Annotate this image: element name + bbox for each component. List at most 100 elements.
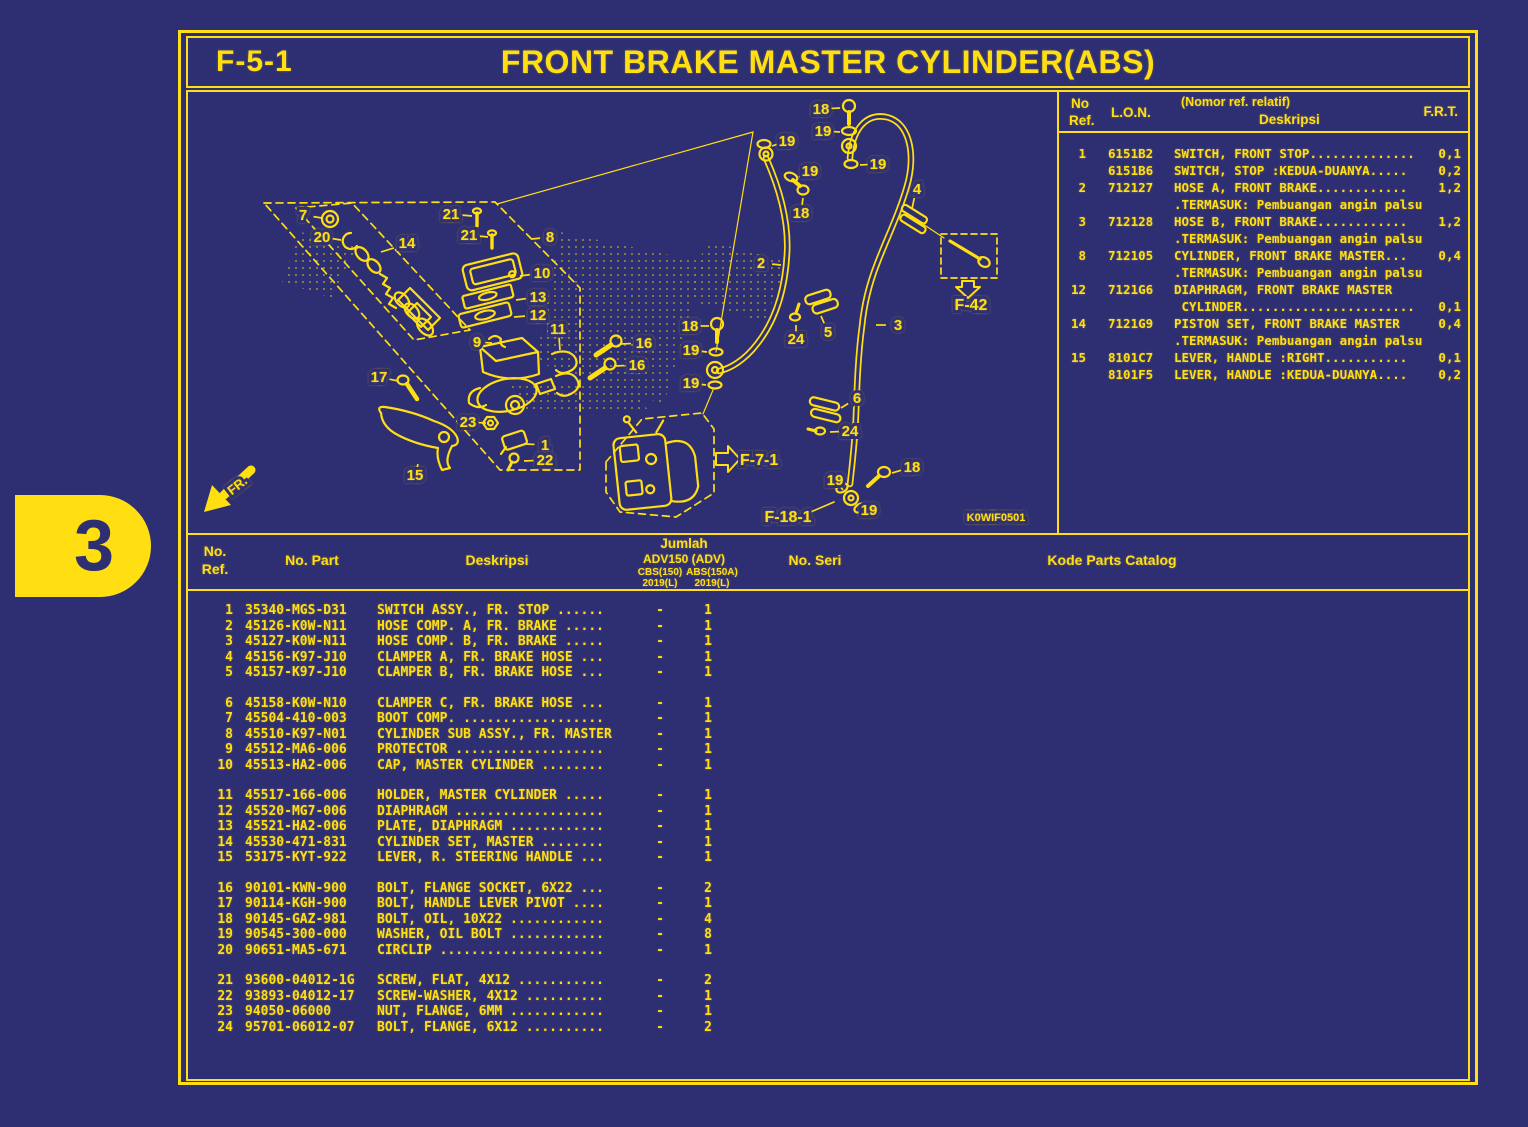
parts-cell-ref: 22 bbox=[217, 988, 233, 1004]
parts-cell-ref: 20 bbox=[217, 942, 233, 958]
callout-leader bbox=[531, 237, 541, 240]
frt-cell-frt bbox=[1424, 281, 1469, 298]
parts-cell-dash: - bbox=[656, 988, 664, 1004]
parts-cell-dash: - bbox=[656, 665, 664, 680]
frt-row: .TERMASUK: Pembuangan angin palsu bbox=[1059, 264, 1468, 281]
parts-cell-sp bbox=[365, 665, 377, 681]
parts-cell-ref: 18 bbox=[217, 911, 233, 927]
callout-8: 8 bbox=[546, 229, 554, 246]
page-title: FRONT BRAKE MASTER CYLINDER(ABS) bbox=[500, 43, 1156, 80]
parts-cell-part: 45156-K97-J10 bbox=[245, 649, 347, 665]
parts-cell-sp bbox=[365, 1004, 377, 1020]
parts-cell-dash: - bbox=[656, 603, 664, 618]
parts-cell-part: 45521-HA2-006 bbox=[245, 819, 347, 834]
parts-cell-desc: PLATE, DIAPHRAGM ............ bbox=[377, 819, 604, 834]
callout-19: 19 bbox=[779, 133, 796, 150]
parts-cell-dash: - bbox=[656, 942, 664, 958]
parts-cell-ref: 3 bbox=[225, 634, 233, 649]
parts-cell-dash: - bbox=[656, 788, 664, 803]
frt-cell-lon bbox=[1108, 230, 1172, 247]
callout-24: 24 bbox=[788, 331, 805, 348]
callout-11: 11 bbox=[550, 321, 566, 338]
frt-cell-lon: 8101C7 bbox=[1108, 350, 1154, 365]
parts-cell-sp bbox=[365, 711, 377, 727]
frt-cell-desc: .TERMASUK: Pembuangan angin palsu bbox=[1174, 265, 1423, 280]
parts-cell-sp bbox=[365, 727, 377, 743]
parts-cell-sp bbox=[233, 650, 245, 666]
parts-cell-sp bbox=[365, 804, 377, 820]
parts-cell-dash: - bbox=[656, 880, 664, 896]
parts-cell-sp bbox=[233, 819, 245, 835]
frt-cell-ref: 14 bbox=[1070, 316, 1086, 331]
parts-header-no-part: No. Part bbox=[285, 552, 339, 568]
callout-leader bbox=[911, 197, 916, 210]
frt-cell-sp bbox=[1086, 315, 1108, 332]
parts-cell-ref: 19 bbox=[217, 927, 233, 942]
callout-12: 12 bbox=[530, 307, 547, 324]
frt-cell-lon bbox=[1108, 332, 1172, 349]
frt-cell-lon: 8101F5 bbox=[1108, 367, 1154, 382]
parts-cell-qty: 1 bbox=[704, 665, 712, 680]
parts-cell-qty: 1 bbox=[704, 788, 712, 803]
parts-table-header: No. Ref. No. Part Deskripsi Jumlah ADV15… bbox=[188, 533, 1468, 591]
frt-cell-ref: 3 bbox=[1078, 214, 1086, 229]
parts-cell-qty: 4 bbox=[704, 911, 712, 927]
parts-cell-ref: 23 bbox=[217, 1004, 233, 1019]
parts-cell-ref: 21 bbox=[217, 973, 233, 988]
parts-header-year-abs: 2019(L) bbox=[694, 578, 730, 589]
parts-cell-desc: HOSE COMP. B, FR. BRAKE ..... bbox=[377, 634, 604, 649]
frt-cell-frt: 0,1 bbox=[1438, 299, 1461, 314]
callout-16: 16 bbox=[636, 335, 653, 352]
parts-header-kode-parts-catalog: Kode Parts Catalog bbox=[1047, 552, 1177, 568]
frt-cell-frt: 0,2 bbox=[1438, 163, 1461, 178]
callout-leader bbox=[838, 484, 844, 491]
callout-6: 6 bbox=[853, 390, 861, 407]
callout-13: 13 bbox=[530, 289, 547, 306]
parts-cell-sp bbox=[365, 619, 377, 635]
parts-cell-part: 93893-04012-17 bbox=[245, 988, 355, 1004]
parts-cell-sp bbox=[233, 619, 245, 635]
parts-cell-ref: 11 bbox=[217, 788, 233, 803]
callout-leader bbox=[558, 337, 561, 351]
parts-cell-sp bbox=[365, 912, 377, 928]
parts-cell-desc: SCREW-WASHER, 4X12 .......... bbox=[377, 988, 604, 1004]
parts-cell-desc: WASHER, OIL BOLT ............ bbox=[377, 927, 604, 942]
frt-cell-lon bbox=[1108, 298, 1172, 315]
parts-cell-dash: - bbox=[656, 711, 664, 726]
parts-cell-sp bbox=[233, 912, 245, 928]
parts-cell-sp bbox=[365, 603, 377, 619]
parts-cell-desc: SCREW, FLAT, 4X12 ........... bbox=[377, 973, 604, 988]
parts-cell-sp bbox=[233, 835, 245, 851]
parts-header-no: No. bbox=[203, 543, 227, 559]
parts-cell-desc: PROTECTOR ................... bbox=[377, 742, 604, 757]
frt-cell-frt: 1,2 bbox=[1438, 214, 1461, 229]
parts-cell-desc: BOOT COMP. .................. bbox=[377, 711, 604, 726]
callout-18: 18 bbox=[682, 318, 699, 335]
frt-cell-desc: .TERMASUK: Pembuangan angin palsu bbox=[1174, 231, 1423, 246]
callout-15: 15 bbox=[407, 467, 424, 484]
parts-cell-ref: 10 bbox=[217, 757, 233, 773]
callout-19: 19 bbox=[683, 375, 700, 392]
side-tab-page-3[interactable]: 3 bbox=[15, 495, 151, 597]
callout-24: 24 bbox=[842, 423, 859, 440]
callout-18: 18 bbox=[904, 459, 921, 476]
frt-header-nomor-ref: (Nomor ref. relatif) bbox=[1181, 95, 1291, 109]
parts-cell-desc: CLAMPER A, FR. BRAKE HOSE ... bbox=[377, 649, 604, 665]
parts-cell-sp bbox=[233, 603, 245, 619]
